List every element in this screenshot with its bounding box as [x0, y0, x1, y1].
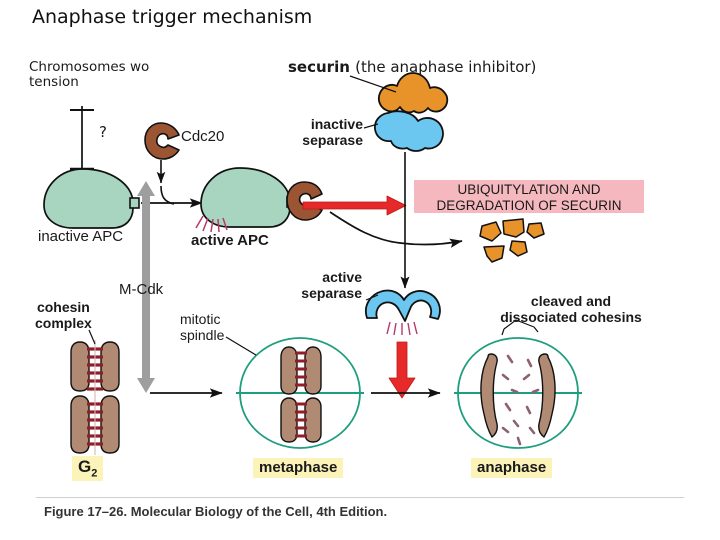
active-separase-spikes-icon [386, 321, 418, 336]
securin-shape [377, 72, 449, 114]
stage-tag-metaphase: metaphase [253, 458, 344, 478]
activation-spikes-icon [195, 215, 228, 233]
inhibition-bar-icon [70, 106, 94, 171]
question-mark-label: ? [99, 123, 107, 141]
inactive-apc-label: inactive APC [38, 228, 124, 245]
securin-leader-line [349, 75, 397, 93]
mitotic-spindle-label: mitotic spindle [180, 311, 225, 343]
inactive-separase-leader-line [363, 123, 379, 129]
red-arrow-right-icon [302, 195, 407, 216]
m-cdk-label: M-Cdk [119, 281, 164, 298]
active-separase-shape [365, 289, 441, 322]
active-apc-label: active APC [191, 232, 269, 249]
stage-tag-g2: G2 [72, 456, 104, 482]
cdc20-bound-molecule [286, 181, 323, 221]
cdc20-label: Cdc20 [181, 128, 225, 145]
cdc20-molecule [144, 122, 180, 160]
cleaved-cohesins-leader-line [501, 319, 539, 336]
securin-label: securin (the anaphase inhibitor) [288, 59, 536, 76]
g2-chromosome [70, 340, 120, 455]
double-headed-arrow-icon [137, 181, 155, 393]
inactive-separase-label: inactive separase [302, 116, 363, 148]
securin-fragments-icon [479, 218, 545, 263]
chromosomes-no-tension-label: Chromosomes wo tension [29, 59, 150, 91]
inactive-separase-shape [374, 110, 444, 152]
inactive-apc-shape [43, 168, 140, 229]
cohesin-complex-label: cohesin complex [35, 299, 92, 331]
degradation-arrow [329, 211, 463, 248]
anaphase-spindle [454, 337, 582, 449]
securin-label-bold: securin [288, 58, 356, 76]
mitotic-spindle-leader-line [225, 336, 257, 356]
stage-tag-g2-sub: 2 [91, 467, 98, 480]
figure-caption: Figure 17–26. Molecular Biology of the C… [44, 504, 388, 519]
metaphase-spindle [236, 337, 364, 449]
cdc20-to-apc-arrow [156, 160, 175, 205]
stage-tag-g2-main: G [78, 457, 92, 476]
red-arrow-down-icon [388, 341, 416, 399]
metaphase-chromosome [280, 346, 322, 443]
ubiquitylation-banner [414, 180, 644, 213]
ubiquitylation-label: UBIQUITYLATION AND DEGRADATION OF SECURI… [436, 182, 622, 213]
cohesin-leader-line [88, 329, 96, 345]
cleaved-cohesins-label: cleaved and dissociated cohesins [500, 293, 642, 325]
active-separase-label: active separase [301, 269, 362, 301]
anaphase-chromatids [480, 353, 556, 438]
active-separase-leader-line [365, 294, 379, 301]
dissociated-cohesin-fragments [501, 354, 540, 446]
caption-divider [36, 497, 684, 498]
page-title: Anaphase trigger mechanism [32, 6, 313, 28]
securin-label-paren: (the anaphase inhibitor) [355, 58, 537, 76]
active-apc-shape [200, 167, 297, 228]
stage-tag-anaphase: anaphase [471, 458, 553, 478]
